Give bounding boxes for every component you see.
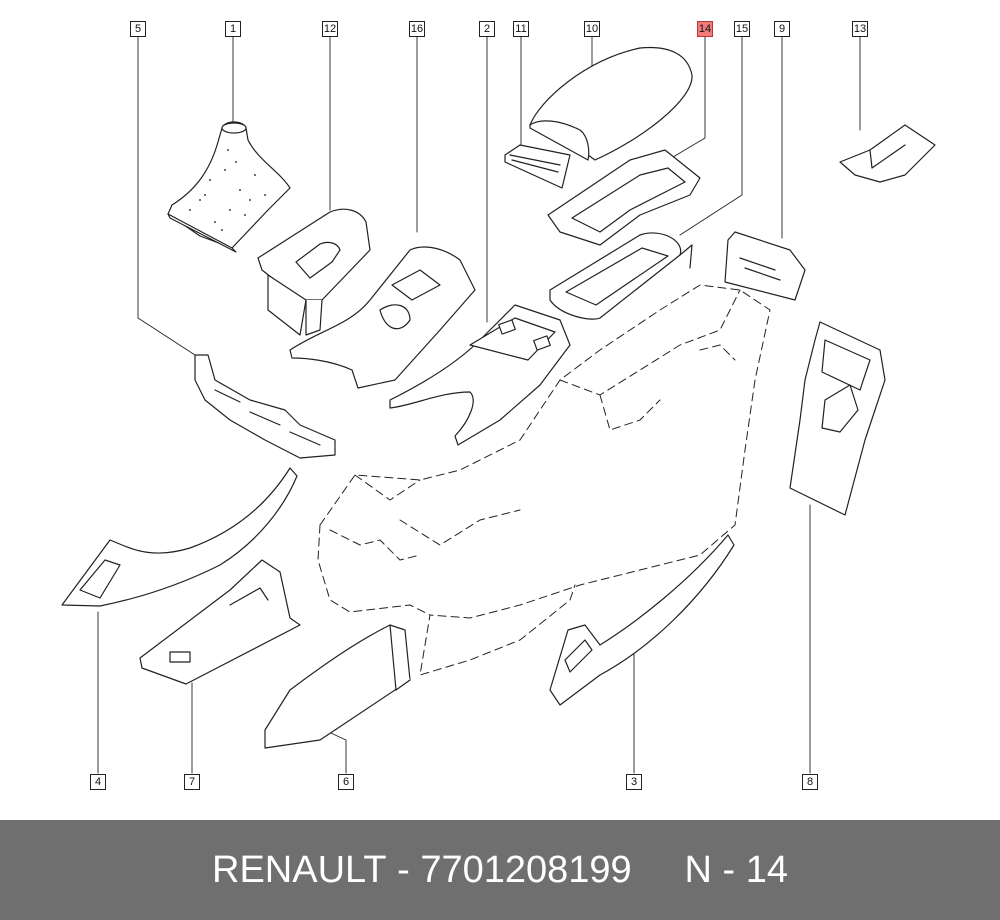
mounting-bracket-part: [194, 354, 336, 459]
console-top-part: [389, 304, 571, 446]
storage-tray-part: [549, 232, 693, 320]
switch-panel-part: [724, 231, 806, 301]
exploded-parts-diagram: [61, 36, 936, 774]
callout-13: 13: [852, 21, 868, 37]
callout-2: 2: [479, 21, 495, 37]
footer-caption: RENAULT - 7701208199 N - 14: [0, 820, 1000, 920]
callout-6: 6: [338, 774, 354, 790]
clip-part: [839, 124, 936, 183]
armrest-hinge-part: [547, 149, 701, 246]
callout-4: 4: [90, 774, 106, 790]
callout-14: 14: [697, 21, 713, 37]
footer-bar: RENAULT - 7701208199 N - 14: [0, 820, 1000, 920]
callout-15: 15: [734, 21, 750, 37]
callout-8: 8: [802, 774, 818, 790]
armrest-lid-part: [529, 46, 693, 161]
right-side-panel-part: [789, 321, 886, 516]
callout-5: 5: [130, 21, 146, 37]
callout-16: 16: [409, 21, 425, 37]
separator: -: [386, 848, 421, 891]
shifter-bezel-part: [257, 208, 371, 336]
side-cover-part: [264, 624, 411, 749]
callout-7: 7: [184, 774, 200, 790]
callout-11: 11: [513, 21, 529, 37]
console-body-outline: [317, 284, 771, 676]
caption-gap: [632, 849, 685, 892]
left-side-panel-part: [61, 467, 298, 607]
callout-3: 3: [626, 774, 642, 790]
callout-1: 1: [225, 21, 241, 37]
latch-part: [504, 144, 571, 189]
right-lower-panel-part: [549, 534, 735, 706]
gear-boot-part: [167, 121, 291, 253]
part-number: 7701208199: [420, 848, 632, 891]
callout-12: 12: [322, 21, 338, 37]
console-trim-part: [289, 246, 476, 389]
callout-10: 10: [584, 21, 600, 37]
brand-name: RENAULT: [212, 848, 387, 891]
lower-left-trim-part: [139, 559, 301, 685]
position-label: N - 14: [684, 848, 788, 891]
callout-9: 9: [774, 21, 790, 37]
